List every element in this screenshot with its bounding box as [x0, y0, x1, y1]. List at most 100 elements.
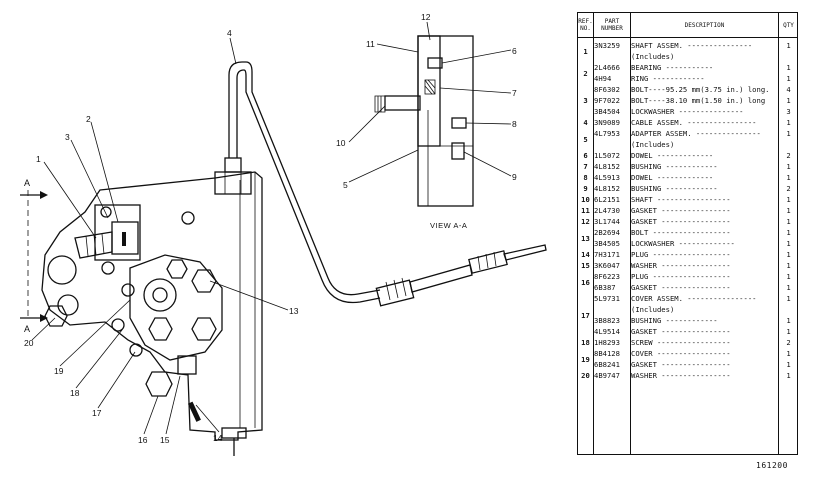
parts-table-header: REF. NO. PART NUMBER DESCRIPTION QTY [578, 13, 797, 38]
callout-1: 1 [36, 154, 41, 164]
description-cell: BOLT ------------------ [631, 228, 731, 237]
callout-3: 3 [65, 132, 70, 142]
qty-cell: 1 [786, 316, 791, 325]
column-divider [593, 13, 594, 454]
description-cell: ADAPTER ASSEM. --------------- [631, 129, 761, 138]
callout-15: 15 [160, 435, 170, 445]
qty-cell: 1 [786, 96, 791, 105]
part-number-cell: 6B387 [594, 283, 616, 292]
description-cell: GASKET ---------------- [631, 327, 731, 336]
exploded-parts-diagram: VIEW A-A A A 1 2 3 4 [20, 12, 547, 456]
description-cell: RING ------------ [631, 74, 705, 83]
section-mark-bottom: A [24, 324, 30, 334]
qty-cell: 1 [786, 261, 791, 270]
description-cell: BOLT----38.10 mm(1.50 in.) long [631, 96, 766, 105]
description-cell: CABLE ASSEM. ---------------- [631, 118, 757, 127]
callout-6: 6 [512, 46, 517, 56]
part-number-cell: 2L4666 [594, 63, 620, 72]
ref-number-cell: 10 [581, 195, 590, 204]
callout-2: 2 [86, 114, 91, 124]
description-cell: BOLT----95.25 mm(3.75 in.) long. [631, 85, 770, 94]
table-row: 5L9731 COVER ASSEM. ---------------- 1 [578, 293, 797, 304]
description-cell: BUSHING ------------ [631, 162, 718, 171]
ref-number-cell: 19 [581, 354, 590, 364]
description-cell: SHAFT ----------------- [631, 195, 731, 204]
description-cell: WASHER ---------------- [631, 371, 731, 380]
qty-cell: 4 [786, 85, 791, 94]
callout-20: 20 [24, 338, 34, 348]
part-number-cell: 3K6047 [594, 261, 620, 270]
qty-cell: 1 [786, 195, 791, 204]
qty-cell: 1 [786, 118, 791, 127]
table-row: 3N3259 SHAFT ASSEM. --------------- 1 [578, 40, 797, 51]
description-cell: (Includes) [631, 305, 675, 314]
header-qty: QTY [783, 21, 794, 29]
qty-cell: 1 [786, 162, 791, 171]
part-number-cell: 3L1744 [594, 217, 620, 226]
part-number-cell: 6B8241 [594, 360, 620, 369]
parts-list-table: REF. NO. PART NUMBER DESCRIPTION QTY 3N3… [577, 12, 798, 455]
part-number-cell: 4L5913 [594, 173, 620, 182]
qty-cell: 1 [786, 63, 791, 72]
table-row: 9F7022 BOLT----38.10 mm(1.50 in.) long 1 [578, 95, 797, 106]
table-row: (Includes) [578, 139, 797, 150]
callout-7: 7 [512, 88, 517, 98]
table-row: 8F6302 BOLT----95.25 mm(3.75 in.) long. 4 [578, 84, 797, 95]
callout-9: 9 [512, 172, 517, 182]
callout-12: 12 [421, 12, 431, 22]
description-cell: COVER ----------------- [631, 349, 731, 358]
qty-cell: 1 [786, 228, 791, 237]
ref-number-cell: 9 [583, 184, 588, 193]
qty-cell: 1 [786, 327, 791, 336]
ref-number-cell: 5 [583, 134, 588, 144]
column-divider [630, 13, 631, 454]
part-number-cell: 4L7953 [594, 129, 620, 138]
part-number-cell: 4L8152 [594, 184, 620, 193]
description-cell: COVER ASSEM. ---------------- [631, 294, 757, 303]
qty-cell: 1 [786, 294, 791, 303]
view-a-a-label: VIEW A-A [430, 221, 467, 230]
ref-number-cell: 16 [581, 277, 590, 287]
description-cell: PLUG ------------------ [631, 272, 731, 281]
qty-cell: 1 [786, 129, 791, 138]
description-cell: PLUG ------------------ [631, 250, 731, 259]
header-ref-no: REF. NO. [578, 18, 593, 32]
leader-lines [31, 21, 512, 435]
qty-cell: 1 [786, 41, 791, 50]
qty-cell: 1 [786, 217, 791, 226]
callout-5: 5 [343, 180, 348, 190]
part-number-cell: 6L2151 [594, 195, 620, 204]
part-number-cell: 8B4128 [594, 349, 620, 358]
qty-cell: 1 [786, 283, 791, 292]
ref-number-cell: 3 [583, 96, 588, 105]
qty-cell: 1 [786, 206, 791, 215]
table-row: 4L9514 GASKET ---------------- 1 [578, 326, 797, 337]
part-number-cell: 4B9747 [594, 371, 620, 380]
table-row: (Includes) [578, 304, 797, 315]
part-number-cell: 4L9514 [594, 327, 620, 336]
section-view-a-a: VIEW A-A [374, 35, 474, 230]
part-number-cell: 1H8293 [594, 338, 620, 347]
part-number-cell: 3N3259 [594, 41, 620, 50]
part-number-cell: 5L9731 [594, 294, 620, 303]
part-number-cell: 9F7022 [594, 96, 620, 105]
description-cell: SHAFT ASSEM. --------------- [631, 41, 753, 50]
qty-cell: 1 [786, 360, 791, 369]
header-description: DESCRIPTION [684, 21, 725, 29]
part-number-cell: 8F6302 [594, 85, 620, 94]
qty-cell: 2 [786, 151, 791, 160]
cable-assembly [228, 61, 547, 307]
ref-number-cell: 18 [581, 338, 590, 347]
part-number-cell: 8F6223 [594, 272, 620, 281]
ref-number-cell: 14 [581, 250, 590, 259]
description-cell: (Includes) [631, 52, 675, 61]
